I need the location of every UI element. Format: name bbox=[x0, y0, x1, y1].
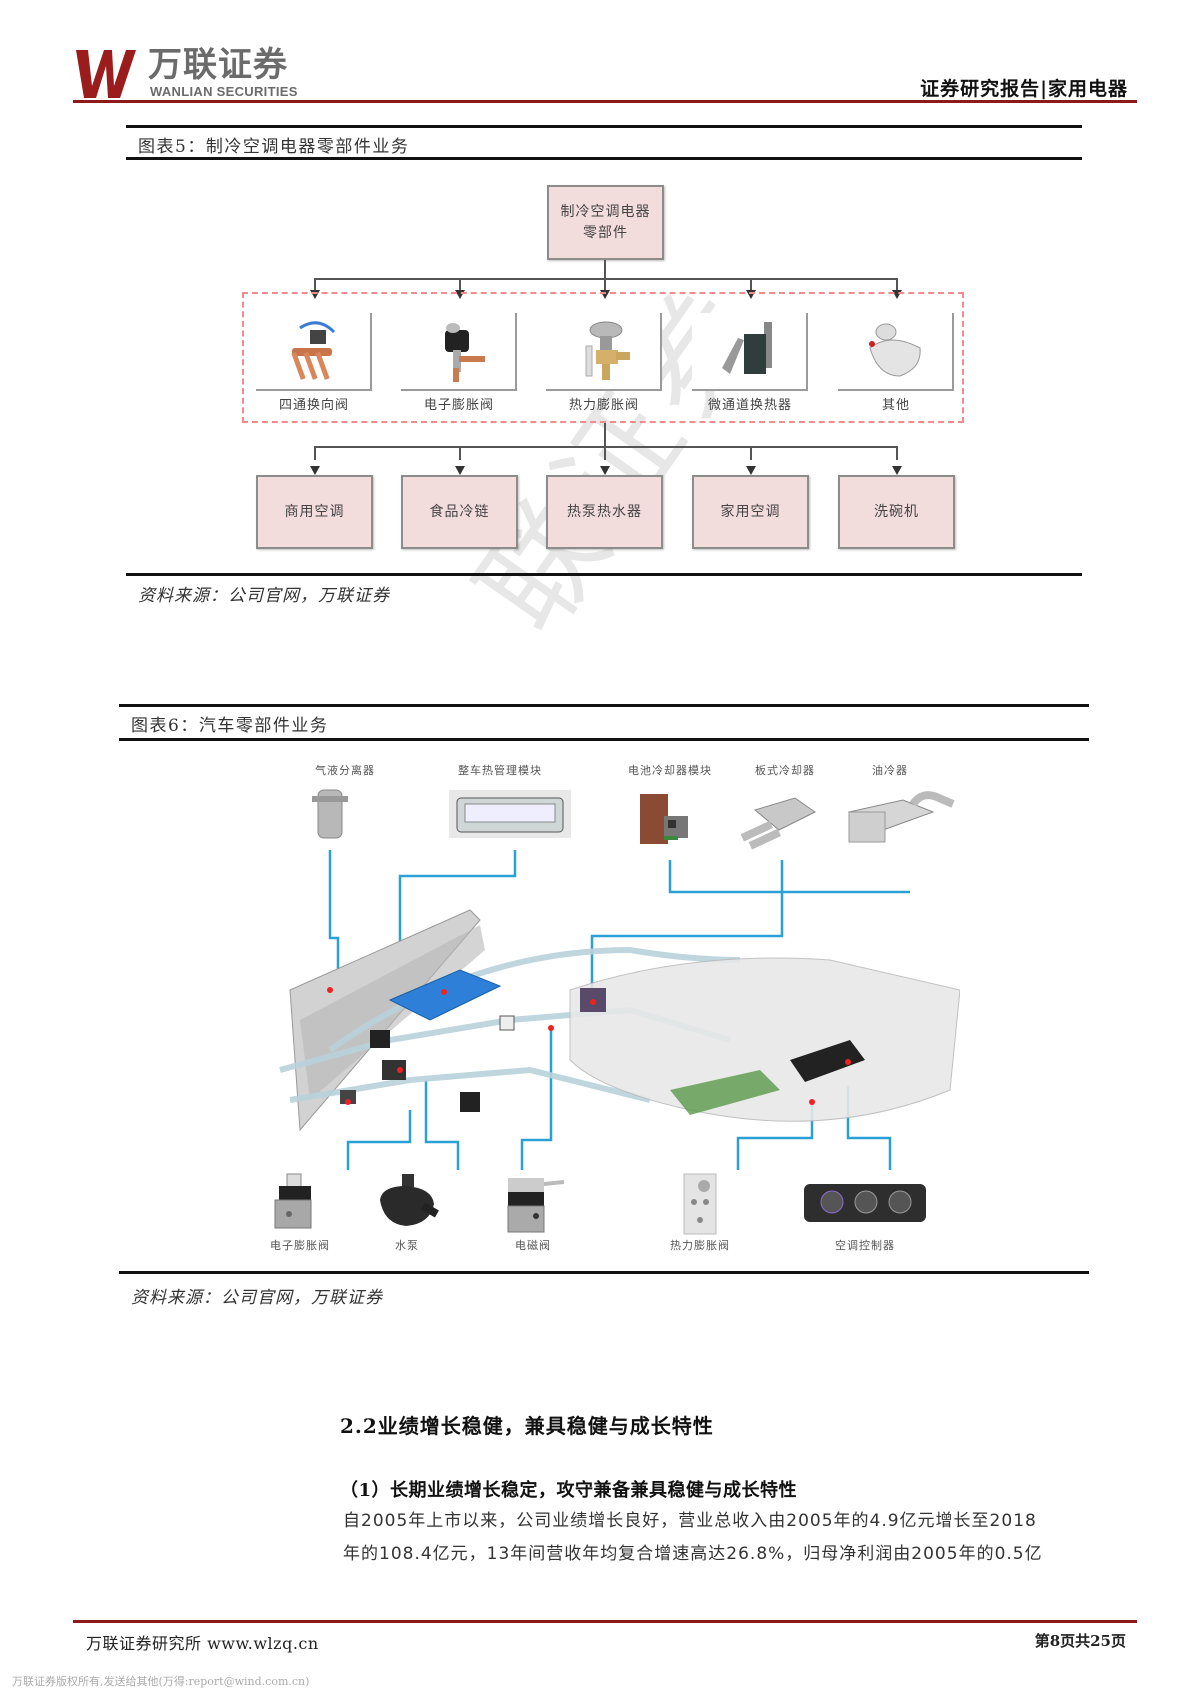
footer-divider bbox=[73, 1620, 1137, 1623]
paragraph-line: 自2005年上市以来，公司业绩增长良好，营业总收入由2005年的4.9亿元增长至… bbox=[343, 1511, 1037, 1531]
root-node-line2: 零部件 bbox=[583, 224, 628, 241]
application-node: 家用空调 bbox=[692, 475, 809, 549]
copyright-notice: 万联证券版权所有,发送给其他(万得:report@wind.com.cn) bbox=[12, 1675, 310, 1688]
paragraph-line: 年的108.4亿元，13年间营收年均复合增速高达26.8%，归母净利润由2005… bbox=[343, 1544, 1043, 1564]
figure6-source: 资料来源：公司官网，万联证券 bbox=[131, 1288, 383, 1308]
part-label: 微通道换热器 bbox=[707, 398, 792, 413]
figure6-top-rule bbox=[119, 704, 1089, 707]
part-image-frame bbox=[401, 313, 517, 391]
arrow-down-icon bbox=[892, 290, 902, 299]
figure6-bottom-rule bbox=[119, 738, 1089, 741]
ac-controller-icon bbox=[804, 1184, 926, 1222]
connector bbox=[604, 423, 606, 447]
application-node: 洗碗机 bbox=[838, 475, 955, 549]
connector bbox=[314, 278, 316, 292]
oil-cooler-icon bbox=[847, 791, 955, 843]
arrow-down-icon bbox=[746, 290, 756, 299]
electronic-expansion-valve-icon bbox=[445, 323, 485, 382]
body-paragraph: 自2005年上市以来，公司业绩增长良好，营业总收入由2005年的4.9亿元增长至… bbox=[343, 1505, 1133, 1571]
figure6-title: 图表6：汽车零部件业务 bbox=[131, 716, 329, 736]
connector bbox=[314, 278, 898, 280]
car-thermal-system-illustration bbox=[279, 850, 960, 1170]
connector bbox=[314, 446, 316, 460]
part-image-frame bbox=[546, 313, 662, 391]
car-part-label: 油冷器 bbox=[872, 764, 908, 777]
gas-liquid-separator-icon bbox=[312, 789, 348, 839]
connector bbox=[896, 278, 898, 292]
parts-group-box bbox=[242, 292, 964, 423]
figure5-title: 图表5：制冷空调电器零部件业务 bbox=[138, 137, 410, 157]
connector bbox=[604, 446, 606, 460]
figure5-source-rule bbox=[126, 573, 1082, 576]
other-parts-icon bbox=[869, 323, 921, 377]
connector bbox=[896, 446, 898, 460]
figure5-source: 资料来源：公司官网，万联证券 bbox=[138, 586, 390, 606]
arrow-down-icon bbox=[892, 466, 902, 475]
application-node: 商用空调 bbox=[256, 475, 373, 549]
car-part-label: 整车热管理模块 bbox=[458, 764, 542, 777]
page-number: 第8页共25页 bbox=[1034, 1632, 1126, 1650]
logo-chinese-name: 万联证券 bbox=[148, 45, 288, 85]
car-part-label: 板式冷却器 bbox=[755, 764, 815, 777]
connector bbox=[750, 446, 752, 460]
part-label: 电子膨胀阀 bbox=[423, 398, 494, 413]
part-label: 热力膨胀阀 bbox=[568, 398, 639, 413]
ev-thermal-expansion-valve-icon bbox=[683, 1173, 717, 1235]
logo-english-name: WANLIAN SECURITIES bbox=[150, 84, 298, 99]
ev-expansion-valve-icon bbox=[274, 1173, 312, 1229]
connector bbox=[459, 278, 461, 292]
report-category: 证券研究报告|家用电器 bbox=[920, 78, 1128, 100]
car-part-label: 空调控制器 bbox=[835, 1239, 895, 1252]
part-label: 其他 bbox=[881, 398, 910, 413]
connector bbox=[604, 260, 606, 292]
footer-institute: 万联证券研究所 www.wlzq.cn bbox=[86, 1634, 319, 1653]
car-part-label: 水泵 bbox=[395, 1239, 419, 1252]
section-subheading: （1）长期业绩增长稳定，攻守兼备兼具稳健与成长特性 bbox=[340, 1480, 798, 1501]
figure6-source-rule bbox=[119, 1271, 1089, 1274]
arrow-down-icon bbox=[455, 290, 465, 299]
wanlian-logo-icon bbox=[76, 50, 136, 98]
application-node: 食品冷链 bbox=[401, 475, 518, 549]
arrow-down-icon bbox=[455, 466, 465, 475]
car-part-label: 电磁阀 bbox=[515, 1239, 551, 1252]
water-pump-icon bbox=[380, 1174, 439, 1226]
car-part-label: 电子膨胀阀 bbox=[270, 1239, 330, 1252]
thermal-expansion-valve-icon bbox=[585, 321, 630, 380]
arrow-down-icon bbox=[600, 290, 610, 299]
arrow-down-icon bbox=[746, 466, 756, 475]
arrow-down-icon bbox=[600, 466, 610, 475]
root-node-line1: 制冷空调电器 bbox=[560, 203, 651, 220]
section-heading: 2.2业绩增长稳健，兼具稳健与成长特性 bbox=[340, 1414, 714, 1438]
part-image-frame bbox=[838, 313, 954, 391]
four-way-valve-icon bbox=[291, 321, 336, 380]
header-divider bbox=[73, 100, 1137, 103]
application-node: 热泵热水器 bbox=[546, 475, 663, 549]
connector bbox=[314, 446, 898, 448]
microchannel-heat-exchanger-icon bbox=[722, 322, 772, 374]
car-part-label: 热力膨胀阀 bbox=[670, 1239, 730, 1252]
connector bbox=[459, 446, 461, 460]
arrow-down-icon bbox=[310, 466, 320, 475]
figure5-bottom-rule bbox=[126, 157, 1082, 160]
figure5-top-rule bbox=[126, 125, 1082, 128]
part-image-frame bbox=[256, 313, 372, 391]
solenoid-valve-icon bbox=[507, 1178, 564, 1233]
connector bbox=[750, 278, 752, 292]
plate-cooler-icon bbox=[740, 797, 816, 850]
part-image-frame bbox=[692, 313, 808, 391]
diagram-root-node: 制冷空调电器 零部件 bbox=[547, 185, 664, 260]
part-label: 四通换向阀 bbox=[278, 398, 349, 413]
arrow-down-icon bbox=[310, 290, 320, 299]
thermal-management-module-icon bbox=[449, 790, 571, 838]
car-part-label: 电池冷却器模块 bbox=[628, 764, 712, 777]
car-part-label: 气液分离器 bbox=[315, 764, 375, 777]
battery-cooler-module-icon bbox=[640, 794, 688, 844]
